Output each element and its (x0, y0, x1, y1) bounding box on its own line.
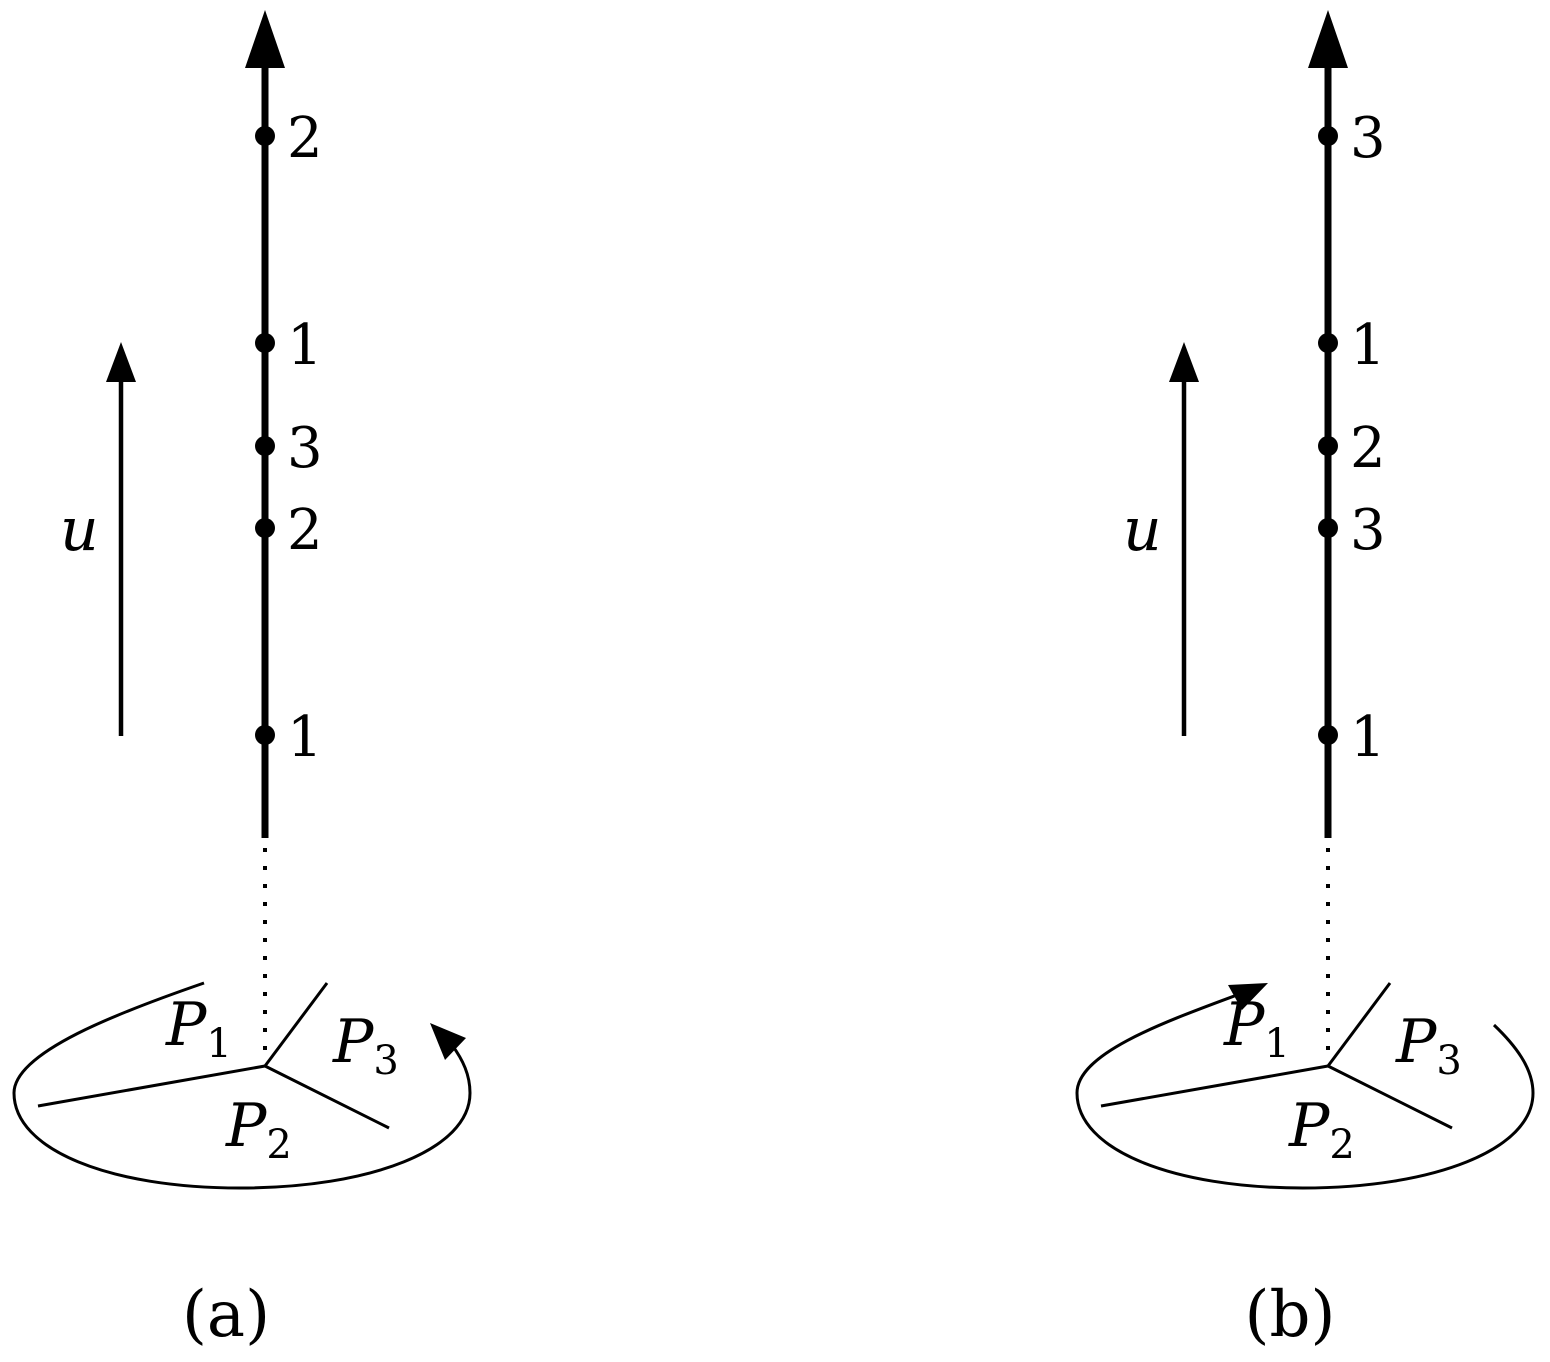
rotation-loop-b (1075, 990, 1535, 1190)
axis-point-label: 2 (287, 106, 323, 171)
region-label-p1: P1 (165, 990, 232, 1067)
caption-a: (a) (182, 1278, 270, 1352)
axis-point: 1 (1318, 313, 1386, 378)
axis-point: 3 (1318, 106, 1386, 171)
panel-a: 2 1 3 2 1 u P1 P2 P3 (12, 10, 472, 1352)
partition-line (1327, 1064, 1453, 1130)
axis-point: 1 (1318, 705, 1386, 770)
axis-point-label: 2 (1350, 416, 1386, 481)
axis-point-label: 1 (287, 705, 323, 770)
axis-point-label: 1 (1350, 705, 1386, 770)
rotation-arrowhead-a (430, 1023, 466, 1060)
axis-point: 3 (1318, 498, 1386, 563)
region-label-p3: P3 (332, 1007, 399, 1084)
caption-b: (b) (1245, 1278, 1336, 1352)
u-arrowhead-b (1169, 342, 1199, 382)
axis-point: 3 (255, 416, 323, 481)
axis-point-label: 2 (287, 498, 323, 563)
partition-line (1326, 982, 1392, 1067)
axis-point-label: 3 (1350, 106, 1386, 171)
axis-point: 1 (255, 705, 323, 770)
partition-line (263, 982, 329, 1067)
region-label-p1: P1 (1223, 990, 1290, 1067)
axis-arrowhead-a (245, 10, 285, 68)
partition-line (1100, 1064, 1329, 1108)
partition-line (37, 1064, 266, 1108)
axis-arrowhead-b (1308, 10, 1348, 68)
rotation-arrowhead-b (1228, 983, 1268, 1010)
panel-b: 3 1 2 3 1 u P1 P2 P3 (1075, 10, 1535, 1352)
partition-line (264, 1064, 390, 1130)
axis-point-label: 1 (287, 313, 323, 378)
region-label-p3: P3 (1395, 1007, 1462, 1084)
axis-point-label: 3 (1350, 498, 1386, 563)
axis-point: 2 (255, 498, 323, 563)
axis-point-label: 3 (287, 416, 323, 481)
axis-point: 2 (1318, 416, 1386, 481)
u-arrowhead-a (106, 342, 136, 382)
region-label-p2: P2 (1288, 1091, 1355, 1168)
region-label-p2: P2 (225, 1091, 292, 1168)
rotation-loop-a (12, 981, 472, 1190)
axis-point-label: 1 (1350, 313, 1386, 378)
u-label: u (1123, 495, 1162, 565)
axis-point: 2 (255, 106, 323, 171)
axis-point: 1 (255, 313, 323, 378)
u-label: u (60, 495, 99, 565)
